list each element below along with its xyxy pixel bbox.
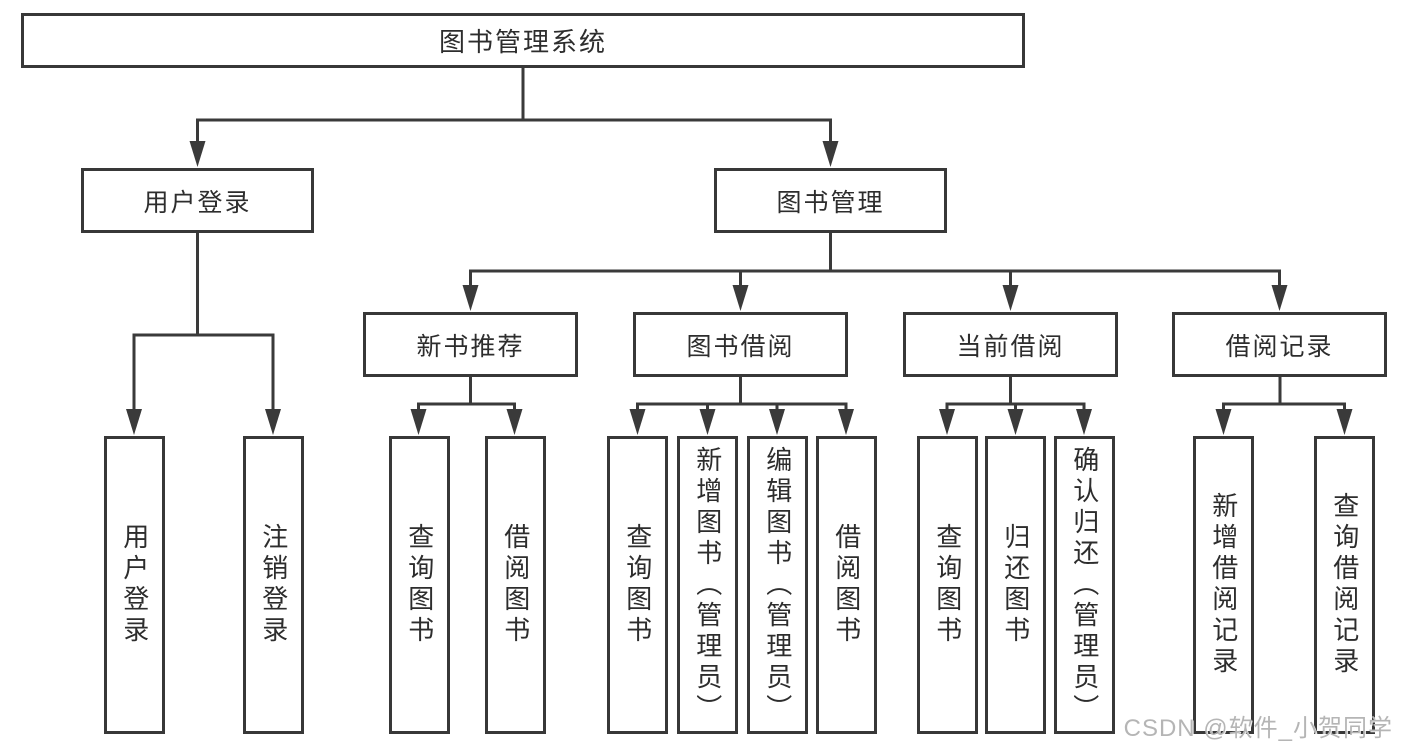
- leaf-edit-book-admin: 编辑图书（管理员）: [747, 436, 808, 734]
- leaf-label: 查询借阅记录: [1329, 492, 1360, 678]
- leaf-confirm-return-admin: 确认归还（管理员）: [1054, 436, 1115, 734]
- node-label: 图书借阅: [686, 332, 795, 361]
- leaf-label: 借阅图书: [500, 523, 531, 647]
- node-book-borrowing: 图书借阅: [633, 312, 848, 377]
- leaf-borrow-books-recommend: 借阅图书: [485, 436, 546, 734]
- leaf-label: 查询图书: [932, 523, 963, 647]
- leaf-query-books-current: 查询图书: [917, 436, 978, 734]
- node-label: 借阅记录: [1225, 332, 1334, 361]
- leaf-user-login: 用户登录: [104, 436, 165, 734]
- leaf-add-book-admin: 新增图书（管理员）: [677, 436, 738, 734]
- node-library-management-system: 图书管理系统: [21, 13, 1025, 68]
- leaf-label: 编辑图书（管理员）: [762, 445, 793, 725]
- leaf-label: 查询图书: [622, 523, 653, 647]
- leaf-query-books-recommend: 查询图书: [389, 436, 450, 734]
- node-borrowing-records: 借阅记录: [1172, 312, 1387, 377]
- node-new-book-recommend: 新书推荐: [363, 312, 578, 377]
- node-user-login: 用户登录: [81, 168, 314, 233]
- leaf-label: 注销登录: [258, 523, 289, 647]
- node-label: 图书管理系统: [438, 27, 607, 57]
- leaf-label: 新增借阅记录: [1208, 492, 1239, 678]
- leaf-borrow-books-borrowing: 借阅图书: [816, 436, 877, 734]
- leaf-query-borrow-record: 查询借阅记录: [1314, 436, 1375, 734]
- leaf-add-borrow-record: 新增借阅记录: [1193, 436, 1254, 734]
- leaf-label: 查询图书: [404, 523, 435, 647]
- node-book-management: 图书管理: [714, 168, 947, 233]
- leaf-logout: 注销登录: [243, 436, 304, 734]
- leaf-return-book: 归还图书: [985, 436, 1046, 734]
- csdn-watermark: CSDN @软件_小贺同学: [1123, 715, 1393, 742]
- node-current-borrowing: 当前借阅: [903, 312, 1118, 377]
- leaf-label: 新增图书（管理员）: [692, 445, 723, 725]
- arrowhead-group: [126, 141, 1353, 435]
- node-label: 用户登录: [143, 188, 252, 217]
- leaf-label: 用户登录: [119, 523, 150, 647]
- leaf-label: 确认归还（管理员）: [1069, 445, 1100, 725]
- leaf-label: 借阅图书: [831, 523, 862, 647]
- node-label: 图书管理: [776, 188, 885, 217]
- node-label: 当前借阅: [956, 332, 1065, 361]
- node-label: 新书推荐: [416, 332, 525, 361]
- leaf-query-books-borrowing: 查询图书: [607, 436, 668, 734]
- leaf-label: 归还图书: [1000, 523, 1031, 647]
